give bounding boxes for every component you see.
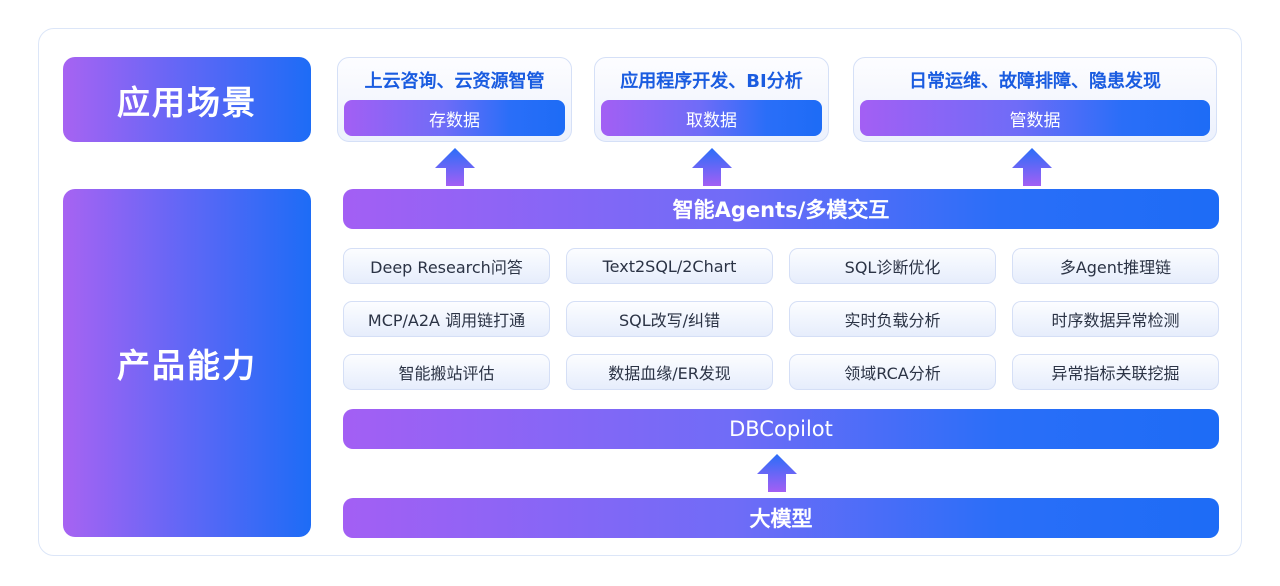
scenario-label: 存数据 bbox=[344, 100, 565, 136]
scenario-label: 取数据 bbox=[601, 100, 822, 136]
side-label-scenarios: 应用场景 bbox=[63, 57, 311, 142]
capability-item: 领域RCA分析 bbox=[789, 354, 996, 390]
scenario-label: 管数据 bbox=[860, 100, 1210, 136]
side-label-capabilities: 产品能力 bbox=[63, 189, 311, 537]
scenario-card-manage: 日常运维、故障排障、隐患发现 管数据 bbox=[853, 57, 1217, 142]
capability-item: 多Agent推理链 bbox=[1012, 248, 1219, 284]
model-layer-label: 大模型 bbox=[749, 507, 813, 531]
scenario-card-fetch: 应用程序开发、BI分析 取数据 bbox=[594, 57, 829, 142]
up-arrow-icon bbox=[692, 148, 732, 186]
up-arrow-icon bbox=[435, 148, 475, 186]
scenario-card-store: 上云咨询、云资源智管 存数据 bbox=[337, 57, 572, 142]
capability-item: SQL改写/纠错 bbox=[566, 301, 773, 337]
dbcopilot-layer-bar: DBCopilot bbox=[343, 409, 1219, 449]
scenario-title: 应用程序开发、BI分析 bbox=[620, 71, 803, 92]
capability-item: 实时负载分析 bbox=[789, 301, 996, 337]
up-arrow-icon bbox=[757, 454, 797, 492]
agents-layer-label: 智能Agents/多模交互 bbox=[672, 198, 890, 222]
capability-item: Text2SQL/2Chart bbox=[566, 248, 773, 284]
model-layer-bar: 大模型 bbox=[343, 498, 1219, 538]
side-label-capabilities-text: 产品能力 bbox=[117, 346, 257, 385]
dbcopilot-layer-label: DBCopilot bbox=[729, 417, 833, 441]
side-label-scenarios-text: 应用场景 bbox=[117, 82, 257, 122]
capability-item: 智能搬站评估 bbox=[343, 354, 550, 390]
up-arrow-icon bbox=[1012, 148, 1052, 186]
capability-item: Deep Research问答 bbox=[343, 248, 550, 284]
capability-item: 异常指标关联挖掘 bbox=[1012, 354, 1219, 390]
capability-item: 数据血缘/ER发现 bbox=[566, 354, 773, 390]
scenario-title: 上云咨询、云资源智管 bbox=[364, 71, 545, 92]
capability-item: 时序数据异常检测 bbox=[1012, 301, 1219, 337]
scenario-title: 日常运维、故障排障、隐患发现 bbox=[909, 71, 1161, 92]
capability-item: MCP/A2A 调用链打通 bbox=[343, 301, 550, 337]
agents-layer-bar: 智能Agents/多模交互 bbox=[343, 189, 1219, 229]
capability-item: SQL诊断优化 bbox=[789, 248, 996, 284]
